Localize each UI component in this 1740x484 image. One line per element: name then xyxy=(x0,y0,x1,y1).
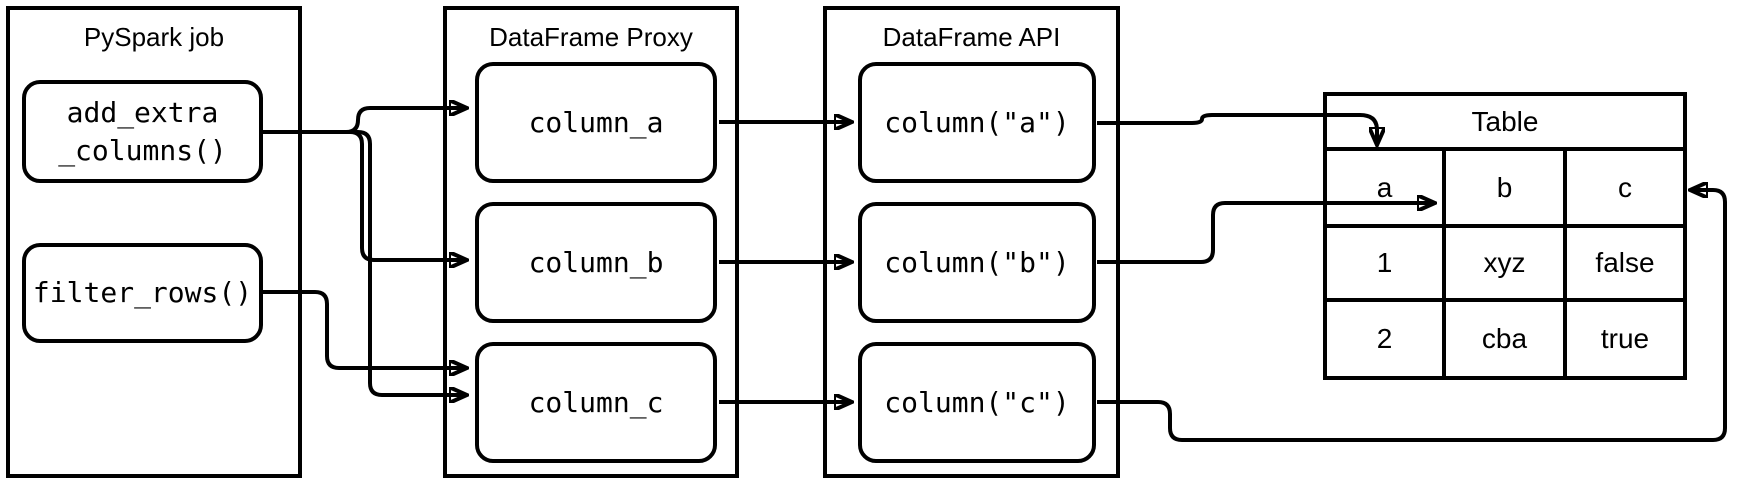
table-title: Table xyxy=(1323,92,1687,151)
column-call-a-label: column("a") xyxy=(884,105,1070,139)
pyspark-job-title: PySpark job xyxy=(83,22,225,52)
table-cell-r2-b: cba xyxy=(1442,298,1567,380)
table-cell-r2-c: true xyxy=(1563,298,1687,380)
column-b-box: column_b xyxy=(475,202,717,323)
table-header-a: a xyxy=(1323,147,1446,228)
column-call-c-box: column("c") xyxy=(858,342,1096,463)
add-extra-columns-label: add_extra _columns() xyxy=(58,95,227,167)
table-row: 2 cba true xyxy=(1323,298,1687,380)
column-c-label: column_c xyxy=(528,385,664,419)
table-cell-r1-a: 1 xyxy=(1323,224,1446,302)
dataframe-api-title: DataFrame API xyxy=(882,22,1061,52)
filter-rows-box: filter_rows() xyxy=(22,243,263,343)
result-table: Table a b c 1 xyz false 2 cba true xyxy=(1323,92,1687,380)
table-row: 1 xyz false xyxy=(1323,224,1687,302)
table-cell-r1-b: xyz xyxy=(1442,224,1567,302)
table-cell-r2-a: 2 xyxy=(1323,298,1446,380)
column-call-b-label: column("b") xyxy=(884,245,1070,279)
add-extra-columns-box: add_extra _columns() xyxy=(22,80,263,183)
column-a-box: column_a xyxy=(475,62,717,183)
filter-rows-label: filter_rows() xyxy=(32,276,253,310)
column-a-label: column_a xyxy=(528,105,664,139)
column-c-box: column_c xyxy=(475,342,717,463)
table-header-c: c xyxy=(1563,147,1687,228)
column-call-b-box: column("b") xyxy=(858,202,1096,323)
column-call-c-label: column("c") xyxy=(884,385,1070,419)
table-cell-r1-c: false xyxy=(1563,224,1687,302)
pyspark-job-container: PySpark job xyxy=(6,6,302,478)
column-b-label: column_b xyxy=(528,245,664,279)
table-header-b: b xyxy=(1442,147,1567,228)
dataframe-proxy-title: DataFrame Proxy xyxy=(489,22,693,52)
result-table-grid: Table a b c 1 xyz false 2 cba true xyxy=(1323,92,1687,380)
column-call-a-box: column("a") xyxy=(858,62,1096,183)
